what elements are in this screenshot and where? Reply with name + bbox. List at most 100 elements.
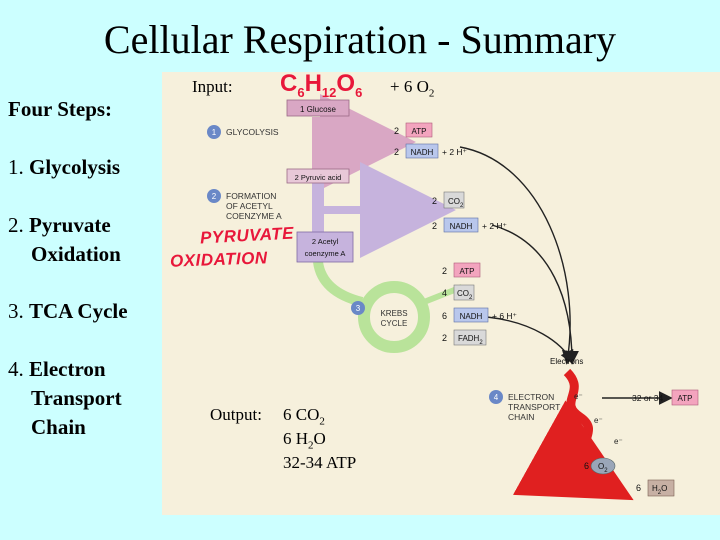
- glycolysis-nadh-label: NADH: [411, 148, 434, 157]
- step-label: Pyruvate: [29, 213, 111, 237]
- stage-3-label-1: KREBS: [380, 309, 407, 318]
- stage-3-number: 3: [356, 304, 361, 313]
- glycolysis-nadh-count: 2: [394, 147, 399, 157]
- acetyl-coa-box: [296, 231, 354, 263]
- figure-svg: 1 Glucose 2 Pyruvic acid 2 Acetyl coenzy…: [207, 94, 699, 501]
- glucose-box: [286, 99, 350, 117]
- step-number: 3.: [8, 299, 24, 323]
- oxygen-label: O2: [598, 462, 608, 474]
- pyruvic-acid-box: [286, 168, 350, 184]
- output-label: Output:: [210, 405, 262, 424]
- electron-symbol-2: e⁻: [594, 416, 603, 425]
- step-tca-cycle: 3. TCA Cycle: [8, 297, 128, 326]
- stage-2-label-3: COENZYME A: [226, 211, 282, 221]
- steps-heading: Four Steps:: [8, 97, 113, 121]
- glycolysis-hplus: + 2 H⁺: [442, 147, 468, 157]
- glucose-h-sub: 12: [321, 84, 337, 100]
- acetyl-coa-label-1: 2 Acetyl: [312, 237, 339, 246]
- stage-1-badge: [207, 125, 221, 139]
- glucose-o-sub: 6: [355, 84, 363, 100]
- krebs-fadh2-label: FADH2: [458, 334, 483, 346]
- step-label-cont: Transport: [31, 386, 122, 410]
- krebs-cycle-ring: [358, 281, 430, 353]
- output-co2-sub: 2: [319, 415, 325, 428]
- acetyl-nadh-label: NADH: [450, 222, 473, 231]
- oxygen-count: 6: [584, 461, 589, 471]
- input-glucose-formula: C6H12O6: [280, 70, 362, 100]
- krebs-fadh2-count: 2: [442, 333, 447, 343]
- krebs-co2-sub: 2: [469, 295, 473, 301]
- output-h2o-sub: 2: [308, 439, 314, 452]
- krebs-atp-box: [453, 262, 481, 278]
- water-count: 6: [636, 483, 641, 493]
- step-electron-transport-chain: 4. Electron Transport Chain: [8, 355, 122, 442]
- output-h2o-suffix: O: [313, 429, 326, 448]
- glycolysis-atp-count: 2: [394, 126, 399, 136]
- water-label: H2O: [652, 484, 667, 496]
- krebs-co2-label: CO2: [457, 289, 473, 301]
- output-atp: 32-34 ATP: [283, 453, 357, 472]
- step-number: 1.: [8, 155, 24, 179]
- step-pyruvate-oxidation: 2. Pyruvate Oxidation: [8, 211, 121, 269]
- step-number: 4.: [8, 357, 24, 381]
- stage-1-label: GLYCOLYSIS: [226, 127, 279, 137]
- stage-4-label-1: ELECTRON: [508, 392, 554, 402]
- respiration-figure: 1 Glucose 2 Pyruvic acid 2 Acetyl coenzy…: [162, 72, 720, 515]
- etc-atp-box: [671, 389, 699, 406]
- krebs-co2-count: 4: [442, 288, 447, 298]
- krebs-nadh-label: NADH: [460, 312, 483, 321]
- input-oxygen-text: + 6 O: [390, 77, 429, 96]
- oxygen-sub: 2: [604, 468, 608, 474]
- glucose-c-sub: 6: [297, 84, 305, 100]
- input-label: Input:: [192, 77, 233, 96]
- krebs-electron-arrow: [486, 316, 574, 365]
- water-suffix: O: [661, 484, 667, 493]
- krebs-atp-label: ATP: [460, 267, 475, 276]
- stage-1-number: 1: [212, 128, 217, 137]
- stage-4-label-3: CHAIN: [508, 412, 534, 422]
- output-h2o: 6 H2O: [283, 429, 326, 451]
- glycolysis-nadh-box: [405, 143, 439, 159]
- stage-3-label-2: CYCLE: [381, 319, 408, 328]
- etc-atp-label: ATP: [678, 394, 693, 403]
- electron-symbol-1: e⁻: [574, 392, 583, 401]
- acetyl-co2-count: 2: [432, 196, 437, 206]
- water-sub: 2: [658, 490, 662, 496]
- acetyl-nadh-count: 2: [432, 221, 437, 231]
- step-label-cont: Oxidation: [31, 242, 121, 266]
- acetyl-co2-label: CO2: [448, 197, 464, 209]
- krebs-co2-text: CO: [457, 289, 469, 298]
- krebs-fadh2-box: [453, 329, 487, 346]
- step-label: Glycolysis: [29, 155, 121, 179]
- step-number: 2.: [8, 213, 24, 237]
- stage-4-label-2: TRANSPORT: [508, 402, 560, 412]
- acetyl-co2-sub: 2: [460, 203, 464, 209]
- step-glycolysis: 1. Glycolysis: [8, 153, 120, 182]
- krebs-fadh2-text: FADH: [458, 334, 480, 343]
- oxygen-bubble: [590, 457, 616, 475]
- stage-2-number: 2: [212, 192, 217, 201]
- water-text: H: [652, 484, 658, 493]
- step-label: Electron: [29, 357, 106, 381]
- krebs-co2-box: [453, 284, 475, 301]
- pyruvic-acid-label: 2 Pyruvic acid: [295, 173, 342, 182]
- krebs-entry-arrow: [313, 261, 364, 307]
- krebs-hplus: + 6 H⁺: [492, 311, 518, 321]
- glucose-label: 1 Glucose: [300, 105, 337, 114]
- step-label-cont: Chain: [31, 415, 86, 439]
- input-oxygen-sub: 2: [428, 87, 435, 100]
- output-h2o-text: 6 H: [283, 429, 309, 448]
- krebs-fadh2-sub: 2: [479, 340, 483, 346]
- glucose-o: O: [336, 70, 356, 97]
- water-box: [647, 479, 675, 497]
- input-oxygen: + 6 O2: [390, 77, 434, 99]
- acetyl-coa-label-2: coenzyme A: [305, 249, 346, 258]
- handwritten-oxidation: OXIDATION: [169, 248, 268, 271]
- stage-3-badge: [351, 301, 365, 315]
- krebs-atp-count: 2: [442, 266, 447, 276]
- electron-symbol-3: e⁻: [614, 437, 623, 446]
- etc-atp-count: 32 or 34: [632, 393, 663, 403]
- stage-2-badge: [207, 189, 221, 203]
- acetyl-co2-box: [443, 191, 465, 209]
- slide-title: Cellular Respiration - Summary: [103, 17, 617, 62]
